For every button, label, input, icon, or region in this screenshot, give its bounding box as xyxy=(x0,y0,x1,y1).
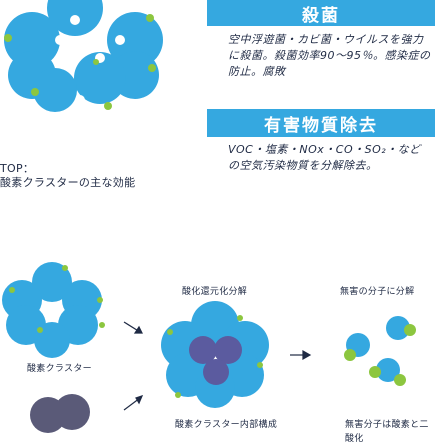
sterilization-title: 殺菌 xyxy=(302,5,340,26)
label-oxidize: 酸化還元化分解 xyxy=(182,287,248,297)
toxic-removal-title-bar: 有害物質除去 xyxy=(207,109,435,137)
label-bottom-left: 酸素クラスター内部構成 xyxy=(175,420,278,430)
label-left: 酸素クラスター xyxy=(27,364,92,374)
label-bottom-right: 無害分子は酸素と二酸化 xyxy=(345,420,429,444)
right-small-molecules xyxy=(344,316,416,386)
toxic-removal-description: VOC・塩素・NOx・CO・SO₂・など の空気汚染物質を分解除去。 xyxy=(228,143,421,172)
sterilization-title-bar: 殺菌 xyxy=(207,0,435,26)
toxic-removal-title: 有害物質除去 xyxy=(264,115,378,136)
center-mixed-cluster xyxy=(161,301,269,408)
bottom-left-molecule xyxy=(30,394,90,433)
sterilization-description: 空中浮遊菌・カビ菌・ウイルスを強力に殺菌。殺菌効率90～95％。感染症の防止。腐… xyxy=(228,33,431,78)
top-caption-line2: 酸素クラスターの主な効能 xyxy=(0,176,136,189)
top-caption: TOP： 酸素クラスターの主な効能 xyxy=(0,162,135,190)
cluster-illustration xyxy=(2,0,416,433)
left-oxygen-cluster xyxy=(2,262,105,358)
top-oxygen-cluster xyxy=(4,0,163,112)
arrows xyxy=(123,321,312,411)
top-caption-line1: TOP： xyxy=(0,162,35,175)
label-small: 無害の分子に分解 xyxy=(340,287,415,297)
